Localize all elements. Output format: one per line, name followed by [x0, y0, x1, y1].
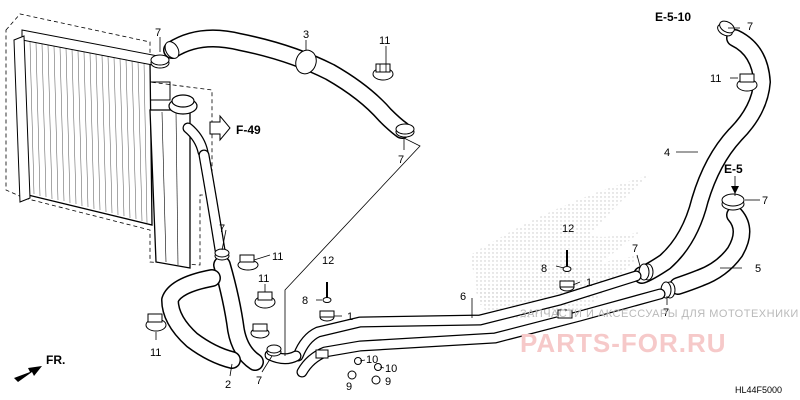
callout-7: 7 — [762, 195, 768, 207]
radiator — [5, 13, 213, 269]
hose-2[interactable] — [161, 256, 302, 371]
clamp-11-left[interactable] — [145, 313, 167, 332]
f49-label: F-49 — [236, 123, 261, 137]
clamp-11-center[interactable] — [254, 291, 276, 309]
f49-reference[interactable]: F-49 — [209, 114, 261, 142]
callouts: 7 3 11 7 7 11 4 7 5 7 7 6 12 8 1 12 8 1 … — [150, 21, 768, 393]
callout-1: 1 — [347, 311, 353, 323]
callout-7: 7 — [155, 27, 161, 39]
hose-3[interactable] — [162, 29, 411, 139]
callout-11: 11 — [150, 347, 161, 359]
callout-11: 11 — [272, 251, 283, 263]
leader-lines — [155, 27, 760, 377]
callout-7: 7 — [256, 375, 262, 387]
callout-11: 11 — [710, 73, 721, 85]
callout-7: 7 — [747, 21, 753, 33]
callout-7: 7 — [663, 307, 669, 319]
front-direction-arrow: FR. — [14, 353, 65, 382]
clamp-7-e5[interactable] — [721, 193, 745, 211]
clamp-7-lower-right-b[interactable] — [660, 281, 676, 299]
callout-7: 7 — [219, 223, 225, 235]
clamp-7-top-right[interactable] — [716, 19, 737, 39]
diagram-code: HL44F5000 — [735, 385, 782, 395]
clamp-11-link[interactable] — [237, 254, 259, 271]
e5-reference[interactable]: E-5 — [724, 162, 743, 176]
clamp-11-lower[interactable] — [250, 323, 270, 339]
callout-12: 12 — [562, 223, 574, 235]
clamp-11-top[interactable] — [372, 63, 394, 81]
clamp-7-mid[interactable] — [395, 123, 415, 138]
hose-link-radiator[interactable] — [198, 149, 226, 256]
bolt-9-left[interactable] — [347, 357, 362, 380]
mount-left[interactable] — [319, 282, 335, 322]
callout-11: 11 — [379, 35, 390, 47]
bolt-9-right[interactable] — [371, 363, 382, 385]
clamp-7-lower[interactable] — [266, 344, 282, 357]
callout-12: 12 — [322, 255, 334, 267]
callout-8: 8 — [541, 263, 547, 275]
callout-11: 11 — [258, 273, 269, 285]
callout-10: 10 — [385, 363, 397, 375]
pipe-6[interactable] — [292, 270, 666, 378]
callout-9: 9 — [346, 381, 352, 393]
callout-4: 4 — [664, 147, 670, 159]
watermark-logo — [470, 175, 650, 320]
e510-reference[interactable]: E-5-10 — [655, 10, 691, 24]
clamp-7-top-left[interactable] — [150, 54, 170, 69]
callout-6: 6 — [460, 291, 466, 303]
callout-9: 9 — [385, 376, 391, 388]
callout-7: 7 — [632, 243, 638, 255]
callout-10: 10 — [366, 354, 378, 366]
callout-7: 7 — [398, 154, 404, 166]
clamp-7-link[interactable] — [214, 248, 230, 261]
callout-3: 3 — [303, 29, 309, 41]
hose-5[interactable] — [669, 206, 751, 295]
direction-label: FR. — [46, 353, 65, 367]
callout-1: 1 — [586, 277, 592, 289]
mount-right[interactable] — [559, 250, 575, 292]
callout-2: 2 — [225, 379, 231, 391]
callout-8: 8 — [302, 295, 308, 307]
watermark-line1: ЗАПЧАСТИ И АКСЕССУАРЫ ДЛЯ МОТОТЕХНИКИ — [520, 308, 799, 320]
callout-5: 5 — [755, 263, 761, 275]
clamp-11-right[interactable] — [736, 73, 758, 92]
watermark-line2: PARTS-FOR.RU — [520, 328, 727, 358]
hose-4[interactable] — [633, 29, 771, 284]
